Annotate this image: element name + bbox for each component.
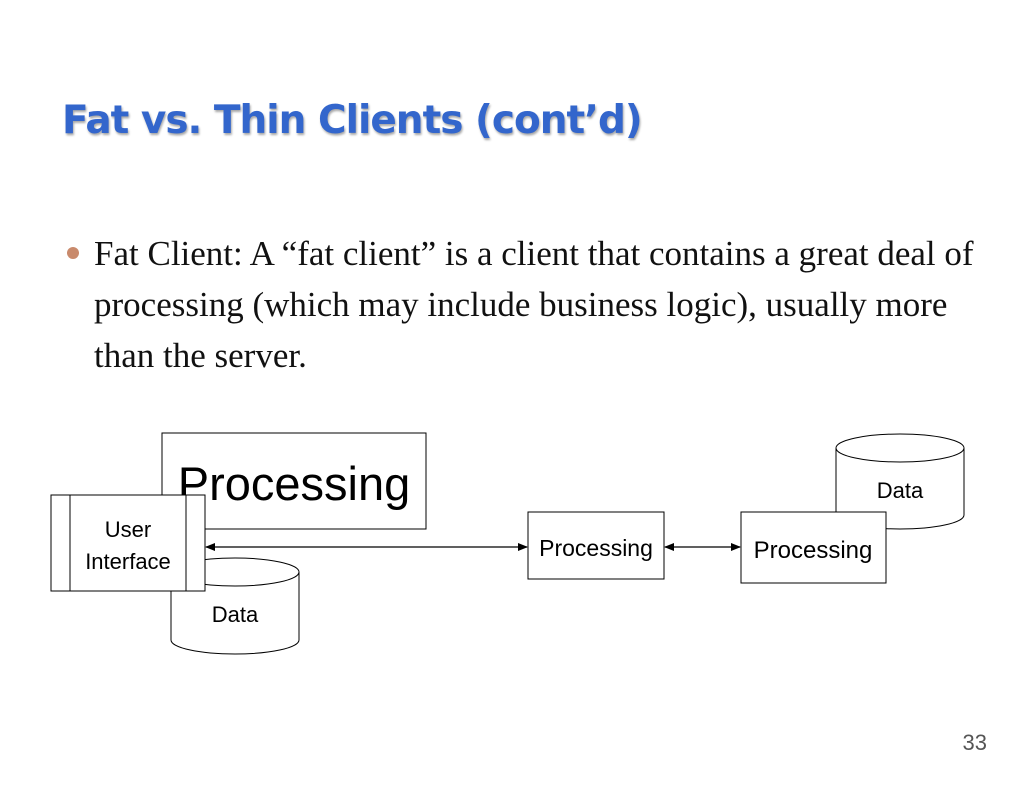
client-processing-label: Processing [178, 457, 411, 510]
server-data-label: Data [877, 478, 924, 503]
slide-title: Fat vs. Thin Clients (cont’d) [62, 98, 643, 143]
bullet-dot-icon [67, 247, 79, 259]
server-processing-box: Processing [740, 511, 887, 584]
server-data-cylinder: Data [835, 433, 965, 530]
page-number: 33 [962, 730, 987, 755]
middle-processing-label: Processing [539, 535, 653, 561]
bullet-text: Fat Client: A “fat client” is a client t… [94, 234, 974, 375]
server-processing-label: Processing [754, 537, 873, 564]
bullet-item: Fat Client: A “fat client” is a client t… [60, 228, 980, 381]
user-interface-label-line2: Interface [85, 549, 171, 574]
client-processing-box: Processing [161, 432, 427, 530]
client-data-label: Data [212, 602, 259, 627]
bullet-list: Fat Client: A “fat client” is a client t… [60, 228, 980, 381]
middle-processing-box: Processing [527, 511, 665, 580]
user-interface-box: User Interface [50, 494, 206, 592]
user-interface-label-line1: User [105, 517, 151, 542]
